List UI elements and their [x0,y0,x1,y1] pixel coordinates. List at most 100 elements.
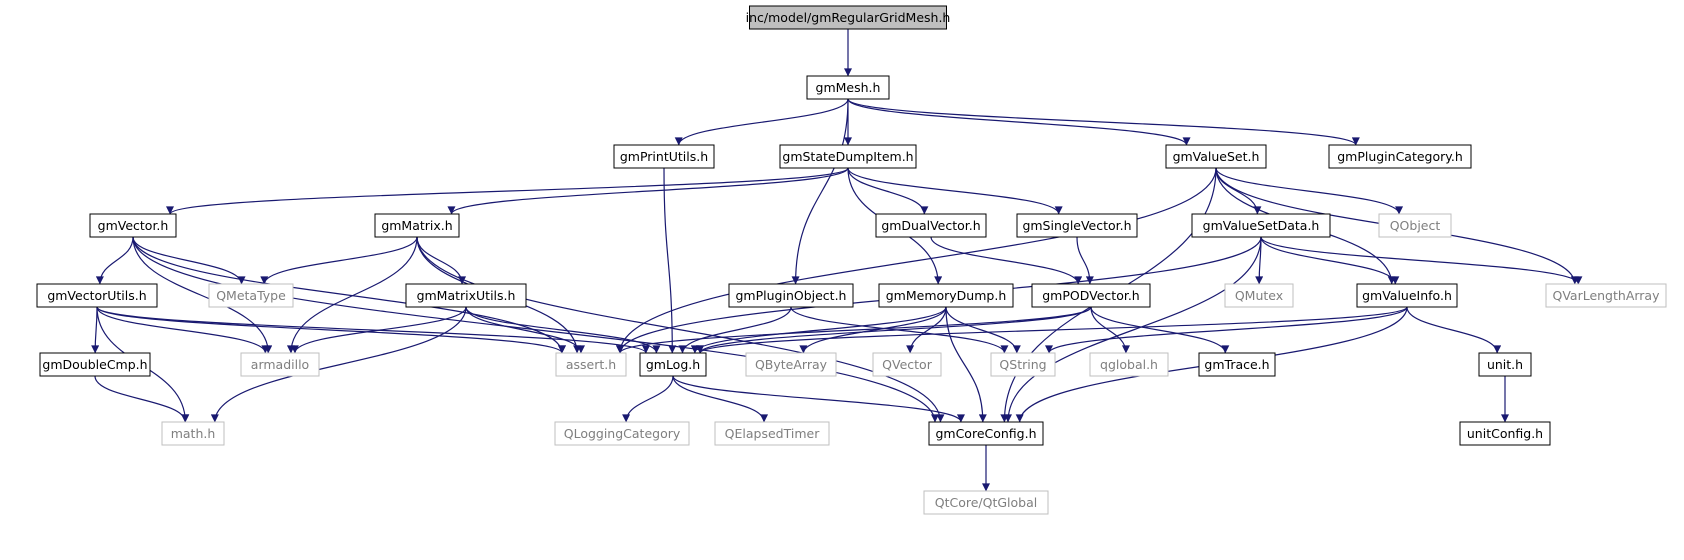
node-gmValueInfo[interactable]: gmValueInfo.h [1356,283,1458,308]
node-QObject: QObject [1378,213,1452,238]
edge-gmLog-to-QLoggingCategory [622,375,674,423]
node-unit-box [1478,352,1532,377]
edge-gmMesh-to-gmPluginObject [791,98,849,285]
node-gmPODVector-box [1031,283,1151,308]
node-gmMemoryDump[interactable]: gmMemoryDump.h [878,283,1014,308]
edge-gmPluginObject-to-gmLog [678,306,792,354]
edge-gmStateDumpItem-to-gmSingleVector [847,167,1063,215]
edge-gmPODVector-to-gmTrace [1090,306,1230,354]
edge-gmValueSet-to-assert [616,167,1217,354]
edge-gmLog-to-QElapsedTimer [672,375,769,423]
node-gmValueSetData-box [1191,213,1331,238]
node-gmStateDumpItem[interactable]: gmStateDumpItem.h [779,144,917,169]
node-QString: QString [990,352,1056,377]
node-qglobal: qglobal.h [1089,352,1169,377]
node-unitConfig[interactable]: unitConfig.h [1459,421,1551,446]
edge-gmVectorUtils-to-armadillo [96,306,270,354]
node-QByteArray-label: QByteArray [755,357,828,372]
edge-gmPrintUtils-to-gmLog [663,167,677,354]
node-math-label: math.h [171,426,216,441]
node-QElapsedTimer-label: QElapsedTimer [725,426,821,441]
node-gmLog[interactable]: gmLog.h [639,352,707,377]
node-gmMatrix-box [374,213,460,238]
node-unitConfig-box [1459,421,1551,446]
node-QMetaType-box [208,283,294,308]
node-gmMatrixUtils-label: gmMatrixUtils.h [417,288,516,303]
node-QMetaType: QMetaType [208,283,294,308]
edge-gmPODVector-to-assert [616,306,1092,354]
node-QLoggingCategory: QLoggingCategory [554,421,690,446]
node-gmValueSetData[interactable]: gmValueSetData.h [1191,213,1331,238]
node-gmSingleVector-label: gmSingleVector.h [1022,218,1131,233]
edge-gmVectorUtils-to-gmLog [96,306,650,354]
node-gmTrace-label: gmTrace.h [1204,357,1269,372]
node-gmPODVector[interactable]: gmPODVector.h [1031,283,1151,308]
node-gmVector[interactable]: gmVector.h [89,213,177,238]
node-gmPrintUtils-box [613,144,715,169]
node-gmVector-label: gmVector.h [98,218,169,233]
edge-gmValueSetData-to-gmCoreConfig [1004,236,1262,423]
node-root-label: inc/model/gmRegularGridMesh.h [746,10,951,25]
node-gmPluginObject-label: gmPluginObject.h [736,288,847,303]
edge-gmValueInfo-to-gmLog [696,306,1408,354]
node-gmVector-box [89,213,177,238]
node-gmValueSet-box [1165,144,1267,169]
node-assert-box [555,352,627,377]
node-gmLog-label: gmLog.h [646,357,700,372]
node-gmTrace[interactable]: gmTrace.h [1198,352,1276,377]
node-gmDoubleCmp[interactable]: gmDoubleCmp.h [39,352,151,377]
node-gmDualVector[interactable]: gmDualVector.h [875,213,987,238]
node-gmMatrixUtils[interactable]: gmMatrixUtils.h [405,283,527,308]
edge-gmMemoryDump-to-QByteArray [799,306,947,354]
node-gmPluginCategory[interactable]: gmPluginCategory.h [1328,144,1472,169]
node-gmVectorUtils[interactable]: gmVectorUtils.h [36,283,158,308]
edge-gmMesh-to-gmValueSet [847,98,1191,146]
edge-gmMatrix-to-gmCoreConfig [416,236,945,423]
node-QMutex-label: QMutex [1235,288,1283,303]
node-root[interactable]: inc/model/gmRegularGridMesh.h [746,5,951,30]
node-QElapsedTimer-box [714,421,830,446]
node-layer: inc/model/gmRegularGridMesh.h gmMesh.h gmP… [36,5,1667,515]
node-gmLog-box [639,352,707,377]
node-gmValueInfo-label: gmValueInfo.h [1362,288,1452,303]
node-QMetaType-label: QMetaType [216,288,286,303]
node-gmPluginCategory-label: gmPluginCategory.h [1337,149,1463,164]
edge-gmMatrix-to-QMetaType [260,236,418,285]
node-unit[interactable]: unit.h [1478,352,1532,377]
node-gmPluginObject-box [728,283,854,308]
node-QObject-label: QObject [1390,218,1441,233]
node-gmSingleVector-box [1016,213,1138,238]
edge-gmValueInfo-to-unit [1406,306,1502,354]
node-gmValueSet[interactable]: gmValueSet.h [1165,144,1267,169]
node-gmPrintUtils[interactable]: gmPrintUtils.h [613,144,715,169]
node-gmCoreConfig[interactable]: gmCoreConfig.h [928,421,1044,446]
node-gmMatrix[interactable]: gmMatrix.h [374,213,460,238]
node-assert-label: assert.h [566,357,616,372]
node-qglobal-label: qglobal.h [1100,357,1158,372]
edge-gmVector-to-gmVectorUtils [95,236,134,285]
edge-gmMesh-to-gmPrintUtils [674,98,849,146]
edge-gmVector-to-QMetaType [132,236,246,285]
node-root-box [749,5,947,30]
node-gmSingleVector[interactable]: gmSingleVector.h [1016,213,1138,238]
node-gmPluginObject[interactable]: gmPluginObject.h [728,283,854,308]
node-gmMesh[interactable]: gmMesh.h [806,75,890,100]
node-QVarLengthArray-label: QVarLengthArray [1552,288,1660,303]
edge-gmPODVector-to-gmLog [696,306,1092,354]
node-QElapsedTimer: QElapsedTimer [714,421,830,446]
edge-gmMatrix-to-gmMatrixUtils [416,236,467,285]
edge-gmSingleVector-to-gmPODVector [1076,236,1094,285]
edge-gmMatrixUtils-to-math [210,306,467,423]
node-gmMemoryDump-label: gmMemoryDump.h [886,288,1007,303]
node-QtGlobal-label: QtCore/QtGlobal [935,495,1038,510]
node-gmPODVector-label: gmPODVector.h [1042,288,1139,303]
edge-gmVector-to-gmCoreConfig [132,236,939,423]
edge-gmVectorUtils-to-gmDoubleCmp [91,306,100,354]
node-QVector-box [872,352,942,377]
edge-gmVector-to-assert [132,236,566,354]
node-gmValueInfo-box [1356,283,1458,308]
node-QByteArray-box [745,352,837,377]
node-qglobal-box [1089,352,1169,377]
edge-gmMemoryDump-to-gmLog [690,306,947,354]
